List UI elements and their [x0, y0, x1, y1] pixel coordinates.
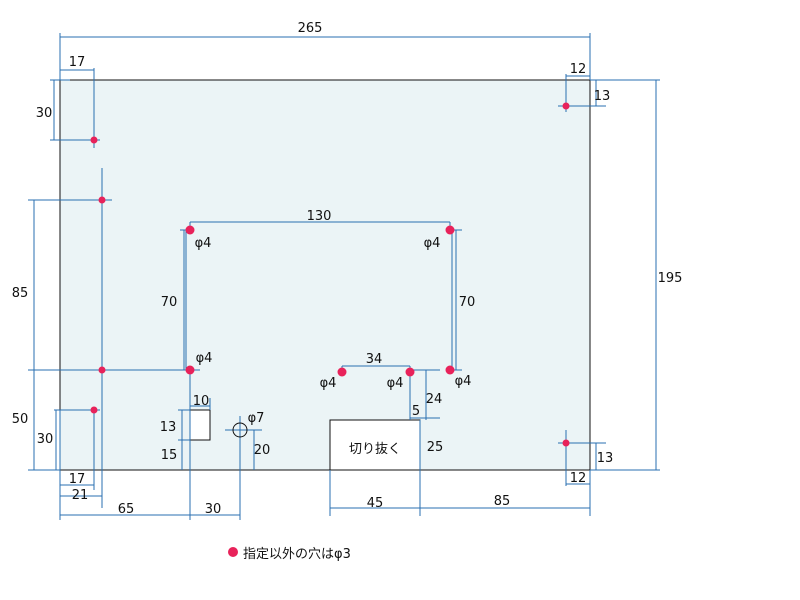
- hole-label-4: φ4: [320, 376, 337, 391]
- panel-outline: [59, 79, 591, 471]
- dim-65: 65: [118, 502, 135, 517]
- dim-34: 34: [366, 352, 383, 367]
- dim-85-left: 85: [12, 286, 29, 301]
- dim-30-left: 30: [37, 432, 54, 447]
- hole-top-right: [562, 102, 570, 110]
- dim-85-bottom: 85: [494, 494, 511, 509]
- hole-left-upper: [98, 196, 106, 204]
- hole-labels: φ4 φ4 φ4 φ4 φ4 φ4 φ7 切り抜く: [195, 236, 472, 457]
- dim-45: 45: [367, 496, 384, 511]
- hole-label-6: φ4: [455, 374, 472, 389]
- dimension-lines: [28, 33, 660, 520]
- dim-25: 25: [427, 440, 444, 455]
- dim-13-bottom: 13: [597, 451, 614, 466]
- cutout-label: 切り抜く: [349, 441, 401, 457]
- legend: 指定以外の穴はφ3: [228, 542, 351, 562]
- dim-10: 10: [193, 394, 210, 409]
- dim-195: 195: [658, 271, 683, 286]
- hole-phi4-4: [337, 367, 347, 377]
- dim-12-bottom: 12: [570, 471, 587, 486]
- dim-5: 5: [412, 404, 420, 419]
- hole-phi4-6: [445, 365, 455, 375]
- dim-17-top: 17: [69, 55, 86, 70]
- hole-phi4-3: [185, 365, 195, 375]
- dim-130: 130: [307, 209, 332, 224]
- hole-label-5: φ4: [387, 376, 404, 391]
- dim-30-top: 30: [36, 106, 53, 121]
- dim-21: 21: [72, 488, 89, 503]
- legend-dot-icon: [228, 547, 238, 557]
- dim-265: 265: [298, 21, 323, 36]
- hole-phi4-1: [185, 225, 195, 235]
- hole-bottom-right: [562, 439, 570, 447]
- dim-70-right: 70: [459, 295, 476, 310]
- hole-label-2: φ4: [424, 236, 441, 251]
- hole-label-3: φ4: [196, 351, 213, 366]
- dim-13-top: 13: [594, 89, 611, 104]
- dim-30-bottom: 30: [205, 502, 222, 517]
- dim-13-rect: 13: [160, 420, 177, 435]
- hole-phi4-5: [405, 367, 415, 377]
- hole-left-middle: [98, 366, 106, 374]
- holes: [90, 102, 570, 447]
- dim-70-left: 70: [161, 295, 178, 310]
- hole-left-lower: [90, 406, 98, 414]
- legend-text: 指定以外の穴はφ3: [243, 546, 351, 562]
- cutout-rect: [329, 419, 421, 471]
- dim-12-top: 12: [570, 62, 587, 77]
- dimension-labels: 265 195 17 30 12 13 85 50 30 17 21 65 30…: [12, 21, 683, 517]
- rect-hole: [189, 409, 211, 441]
- round-hole-phi7: [232, 422, 248, 438]
- hole-top-left: [90, 136, 98, 144]
- dim-15: 15: [161, 448, 178, 463]
- dim-17-bottom: 17: [69, 472, 86, 487]
- hole-label-round: φ7: [248, 411, 265, 426]
- dim-20: 20: [254, 443, 271, 458]
- hole-label-1: φ4: [195, 236, 212, 251]
- dim-24: 24: [426, 392, 443, 407]
- dim-50-left: 50: [12, 412, 29, 427]
- hole-phi4-2: [445, 225, 455, 235]
